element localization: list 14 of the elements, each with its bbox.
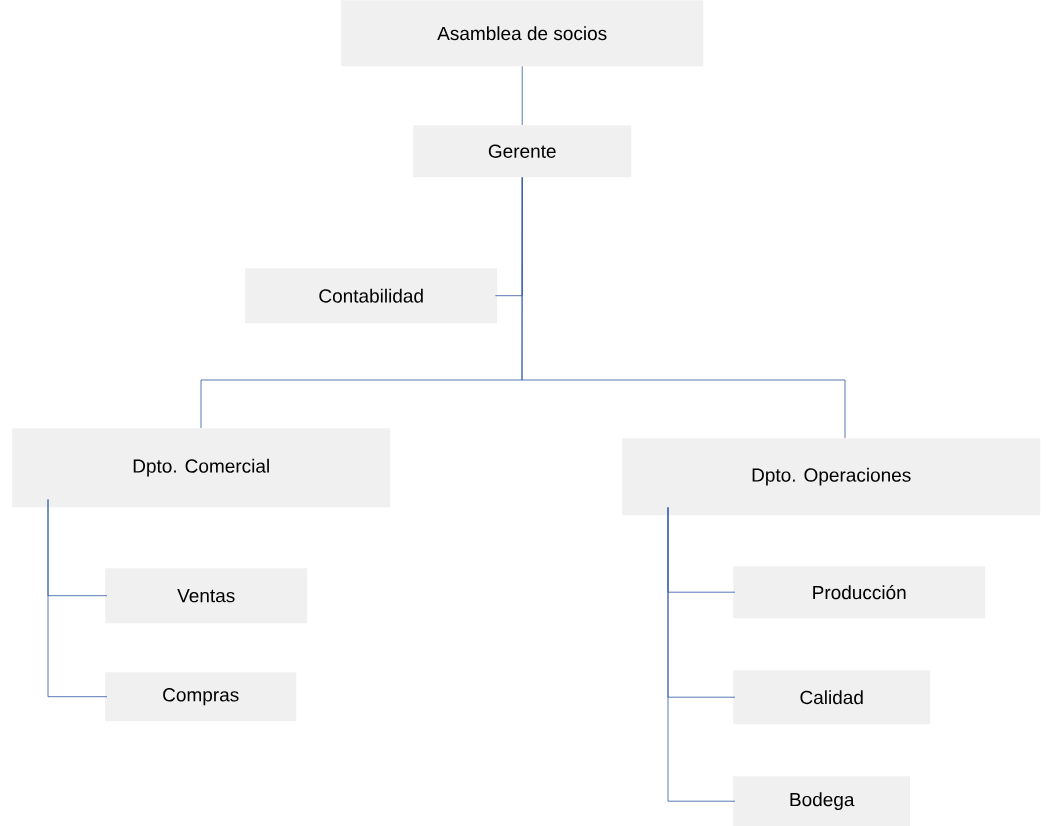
org-box: Compras: [105, 672, 297, 722]
org-box: Dpto. Operaciones: [622, 438, 1041, 516]
connector-line: [521, 66, 523, 126]
connector-line: [667, 507, 736, 802]
connector-line: [521, 177, 846, 439]
org-box: Bodega: [733, 776, 911, 826]
org-box: Gerente: [413, 125, 632, 178]
org-box: Calidad: [733, 670, 931, 725]
org-box: Ventas: [105, 568, 308, 624]
org-box: Dpto. Comercial: [12, 428, 391, 508]
org-box: Contabilidad: [245, 268, 498, 324]
connector-line: [47, 499, 108, 698]
org-box: Producción: [733, 566, 986, 619]
org-box: Asamblea de socios: [341, 0, 704, 67]
